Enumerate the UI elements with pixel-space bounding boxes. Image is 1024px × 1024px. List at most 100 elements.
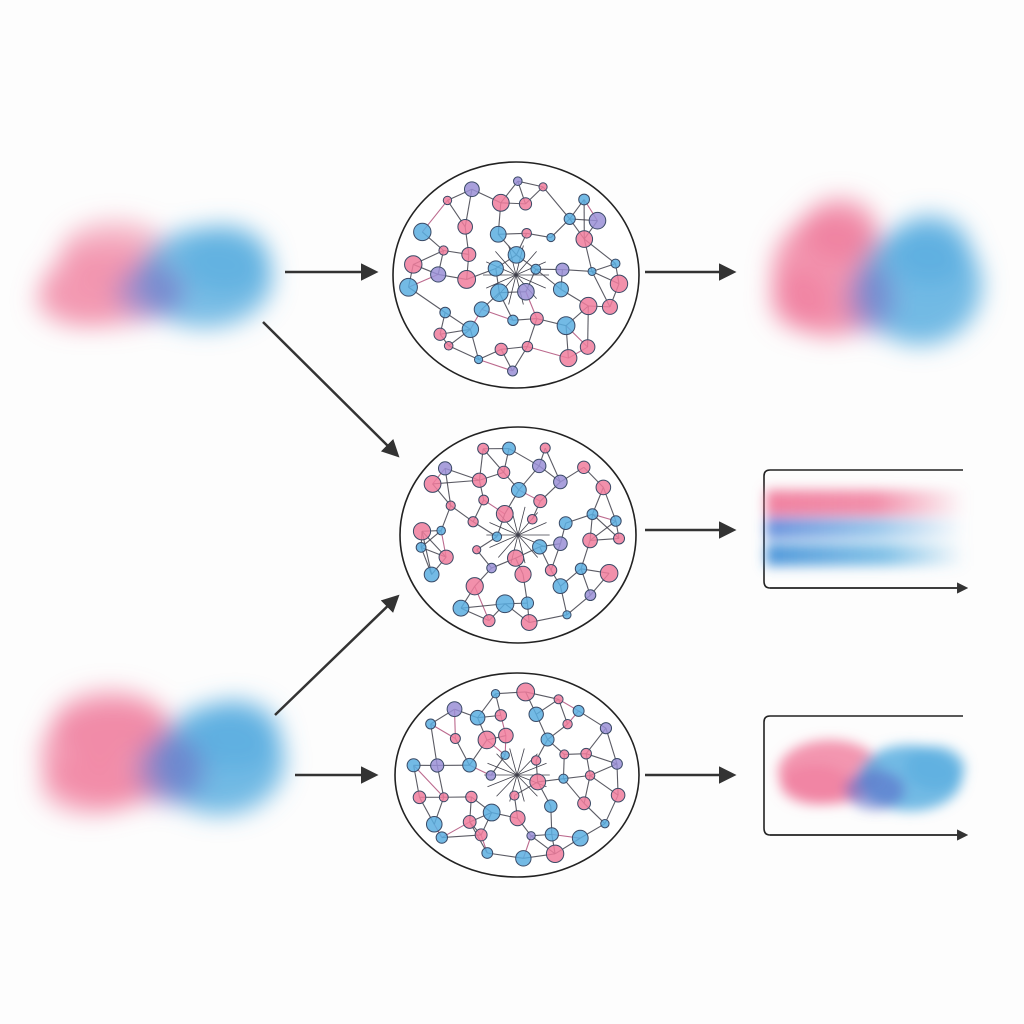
network-node — [532, 458, 547, 474]
network-node — [486, 562, 497, 574]
network-node — [415, 541, 427, 553]
network-node — [528, 706, 544, 723]
network-node — [544, 564, 558, 577]
network-node — [443, 340, 454, 351]
network-node — [546, 232, 556, 243]
network-node — [404, 255, 423, 274]
blob-plot-frame — [763, 715, 963, 836]
network-node — [521, 340, 534, 353]
band-pink — [766, 490, 966, 516]
network-node — [526, 831, 536, 841]
network-node — [562, 610, 572, 620]
network-node — [413, 222, 432, 242]
network-node — [544, 827, 559, 842]
network-node — [555, 262, 570, 277]
network-node — [472, 545, 482, 555]
network-node — [527, 513, 538, 525]
network-node — [462, 757, 477, 773]
network-node — [545, 844, 565, 864]
network-node — [487, 260, 504, 277]
network-node — [446, 701, 463, 718]
network-node — [529, 311, 544, 326]
network-node — [587, 266, 597, 276]
network-node — [553, 536, 568, 551]
network-top — [392, 161, 640, 389]
network-node — [578, 193, 590, 206]
network-node — [586, 508, 599, 521]
band-blue-lower — [766, 544, 966, 566]
output-blob-plot — [763, 715, 969, 841]
network-node — [469, 709, 486, 726]
network-node — [438, 245, 449, 256]
network-node — [530, 263, 542, 275]
network-node — [521, 228, 532, 239]
network-node — [562, 718, 573, 730]
network-node — [515, 850, 532, 867]
network-node — [471, 472, 488, 488]
network-node — [495, 594, 515, 614]
network-node — [610, 515, 622, 527]
network-node — [563, 212, 576, 226]
network-node — [425, 718, 437, 730]
network-node — [445, 500, 456, 511]
network-bottom-graph — [406, 682, 626, 867]
network-top-graph — [399, 176, 629, 377]
network-middle — [399, 426, 637, 644]
network-node — [610, 787, 626, 803]
network-node — [533, 494, 548, 509]
network-node — [514, 565, 532, 583]
arrow-input-bottom-to-network-middle — [274, 594, 400, 716]
network-node — [435, 831, 449, 844]
input-top-blobs — [35, 220, 273, 328]
network-node — [579, 339, 596, 355]
network-node — [611, 757, 623, 770]
network-node — [442, 195, 453, 206]
network-node — [491, 193, 510, 212]
input-bottom-blobs — [40, 690, 285, 815]
network-node — [575, 230, 594, 248]
network-node — [559, 749, 570, 760]
network-node — [552, 578, 569, 595]
network-node — [553, 474, 568, 490]
network-node — [473, 354, 484, 365]
network-node — [502, 441, 516, 456]
network-node — [485, 770, 497, 781]
network-node — [412, 790, 427, 805]
network-node — [495, 504, 514, 523]
network-node — [423, 475, 442, 493]
network-node — [572, 704, 585, 717]
network-node — [517, 282, 535, 301]
network-node — [530, 755, 542, 766]
network-node — [478, 494, 490, 506]
network-node — [601, 298, 618, 315]
network-node — [461, 246, 477, 262]
network-node — [462, 815, 477, 829]
network-node — [507, 246, 526, 264]
network-node — [577, 460, 591, 474]
network-node — [482, 614, 496, 628]
network-node — [559, 349, 578, 368]
network-node — [430, 266, 447, 283]
network-node — [574, 562, 588, 576]
network-node — [412, 522, 432, 541]
network-node — [599, 722, 613, 735]
network-node — [520, 596, 535, 610]
network-node — [529, 773, 547, 791]
network-node — [539, 442, 551, 454]
network-node — [477, 730, 497, 750]
network-node — [599, 564, 619, 583]
network-node — [582, 532, 598, 549]
network-node — [467, 516, 479, 528]
network-node — [491, 531, 503, 542]
network-node — [482, 803, 501, 822]
network-node — [552, 281, 569, 298]
network-node — [506, 549, 525, 567]
network-node — [509, 790, 520, 801]
network-node — [430, 758, 445, 773]
network-node — [423, 566, 440, 583]
network-node — [516, 682, 536, 702]
network-node — [438, 792, 449, 803]
network-node — [577, 796, 591, 811]
network-node — [433, 327, 447, 341]
network-bottom — [394, 672, 640, 878]
